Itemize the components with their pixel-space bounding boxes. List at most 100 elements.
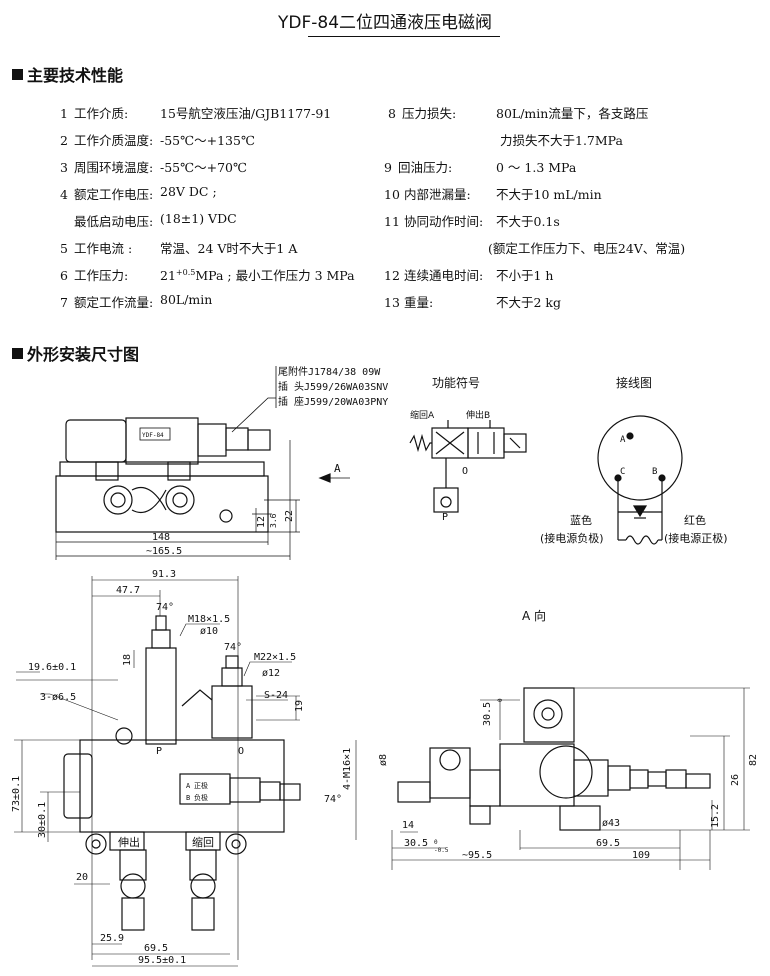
- side-dim-30-5-b: 30.5: [404, 838, 428, 849]
- side-dim-95-5: ~95.5: [462, 850, 492, 861]
- spec-value: 力损失不大于1.7MPa: [500, 133, 623, 148]
- dim-19: 19: [294, 700, 305, 712]
- spec-item: 11 协同动作时间: 不大于0.1s: [384, 211, 560, 230]
- dim-30: 30±0.1: [37, 802, 48, 838]
- dim-91-3: 91.3: [152, 569, 176, 580]
- dim-20: 20: [76, 872, 88, 883]
- side-dia-43: ø43: [602, 818, 620, 829]
- spec-item: 12 连续通电时间: 不小于1 h: [384, 265, 553, 284]
- spec-label: 压力损失:: [402, 106, 457, 121]
- spec-value: (额定工作压力下、电压24V、常温): [488, 241, 686, 256]
- dim-69-5: 69.5: [144, 943, 168, 954]
- side-angle-74: 74°: [324, 794, 342, 805]
- spec-value: 不大于2 kg: [496, 295, 562, 310]
- spec-num: 8: [388, 106, 396, 121]
- dim-73: 73±0.1: [11, 776, 22, 812]
- front-view-drawing: P O A 正极 B 负极 伸出 缩回: [11, 569, 305, 967]
- side-dim-109: 109: [632, 850, 650, 861]
- pin-b-label: B: [652, 467, 657, 477]
- dim-165: ~165.5: [146, 546, 182, 557]
- side-dim-15-2: 15.2: [710, 804, 721, 828]
- connector-note-3: 插 座J599/20WA03PNY: [278, 395, 388, 408]
- thread-m22: M22×1.5: [254, 652, 296, 663]
- dim-95-5: 95.5±0.1: [138, 955, 186, 966]
- spec-item: 8 压力损失: 80L/min流量下，各支路压: [388, 103, 648, 122]
- side-dim-14: 14: [402, 820, 414, 831]
- port-b-label: 伸出B: [466, 409, 490, 421]
- wiring-title: 接线图: [616, 375, 652, 390]
- spec-label: 工作电流 :: [74, 241, 133, 256]
- bullet-square-icon: [12, 348, 23, 359]
- dia-10: ø10: [200, 626, 218, 637]
- spec-label: 最低启动电压:: [74, 214, 154, 229]
- spec-value: 80L/min流量下，各支路压: [496, 106, 649, 121]
- side-view-drawing: A 向 30.5 0 4-: [324, 608, 759, 870]
- spec-num: 2: [60, 133, 68, 148]
- spec-value-rest: MPa ; 最小工作压力 3 MPa: [195, 268, 355, 283]
- spec-num: 7: [60, 295, 68, 310]
- spec-value: 不大于0.1s: [496, 214, 560, 229]
- spec-num: 10: [384, 187, 400, 202]
- spec-num: 11: [384, 214, 400, 229]
- spec-label: 连续通电时间:: [404, 268, 484, 283]
- front-port-o: O: [238, 746, 244, 757]
- spec-num: 4: [60, 187, 68, 202]
- side-tol-top: 0: [497, 698, 504, 702]
- spec-label: 工作介质温度:: [74, 133, 154, 148]
- dim-12: 12: [256, 516, 267, 528]
- side-dia-8: ø8: [378, 754, 389, 766]
- spec-value-tolerance: +0.5: [175, 267, 196, 277]
- spec-label: 额定工作电压:: [74, 187, 154, 202]
- document-title: YDF-84二位四通液压电磁阀: [277, 13, 493, 33]
- spec-item: 7 额定工作流量: 80L/min: [60, 292, 212, 311]
- hex-s24: S-24: [264, 690, 288, 701]
- view-a-title: A 向: [522, 608, 546, 623]
- wire-blue-note: (接电源负极): [540, 531, 604, 545]
- dim-18: 18: [122, 654, 133, 666]
- top-view-drawing: YDF-84 148 ~165.5 22 12 3.6 A: [55, 366, 350, 560]
- side-dim-26: 26: [730, 774, 741, 786]
- spec-value: 不小于1 h: [496, 268, 554, 283]
- spec-value: (18±1) VDC: [160, 211, 237, 226]
- dims-heading-text: 外形安装尺寸图: [27, 345, 140, 364]
- spec-label: 协同动作时间:: [404, 214, 484, 229]
- spec-value: 21+0.5MPa ; 最小工作压力 3 MPa: [160, 265, 355, 284]
- spec-label: 额定工作流量:: [74, 295, 154, 310]
- side-dim-30-5: 30.5: [482, 702, 493, 726]
- specs-heading-text: 主要技术性能: [27, 66, 124, 85]
- spec-num: 13: [384, 295, 400, 310]
- dim-47-7: 47.7: [116, 585, 140, 596]
- pin-c-label: C: [620, 467, 625, 477]
- spec-num: 9: [384, 160, 392, 175]
- plate-ta: 正极: [194, 781, 208, 790]
- spec-num: 3: [60, 160, 68, 175]
- side-tol-a: 0: [434, 839, 438, 846]
- wiring-diagram: 接线图 A C B 蓝色 (接电源负极) 红色 (接电源正极): [540, 375, 728, 545]
- side-dim-69-5: 69.5: [596, 838, 620, 849]
- function-symbol-diagram: 功能符号 缩回A 伸出B P O: [409, 375, 527, 523]
- spec-num: 6: [60, 268, 68, 283]
- spec-value: 常温、24 V时不大于1 A: [160, 241, 298, 256]
- spec-value-main: 21: [160, 268, 176, 283]
- title-underline: [308, 36, 500, 37]
- function-symbol-title: 功能符号: [432, 375, 480, 390]
- bullet-square-icon: [12, 69, 23, 80]
- dim-22: 22: [284, 510, 295, 522]
- spec-num: 12: [384, 268, 400, 283]
- wire-red-label: 红色: [684, 513, 706, 527]
- side-tol-b: -0.5: [434, 847, 449, 854]
- dim-19-6: 19.6±0.1: [28, 662, 76, 673]
- plate-tb: 负极: [194, 793, 208, 802]
- spec-value: 80L/min: [160, 292, 213, 307]
- angle-74-b: 74°: [224, 642, 242, 653]
- front-port-p: P: [156, 746, 162, 757]
- port-a-label: 缩回A: [410, 409, 435, 421]
- view-a-arrow-label: A: [334, 462, 341, 475]
